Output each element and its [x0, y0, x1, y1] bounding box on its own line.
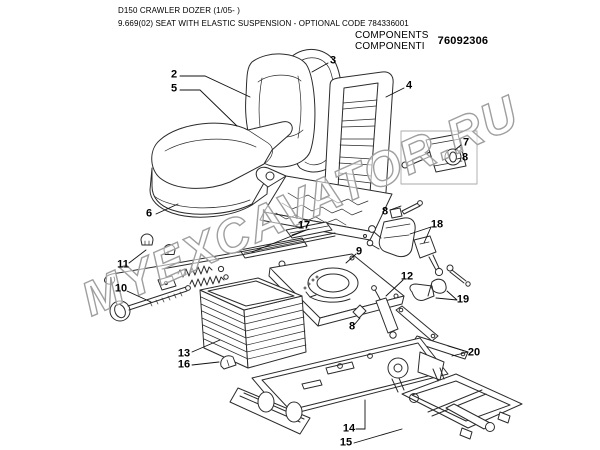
callout-10: 10: [114, 282, 128, 295]
callout-8-top: 8: [381, 205, 389, 218]
bellows: [199, 277, 307, 369]
callout-2: 2: [170, 68, 178, 81]
gas-strut: [371, 285, 399, 339]
tilt-lever-inset: [400, 130, 478, 185]
part-number: 76092306: [437, 35, 489, 47]
seat-cushion: [151, 121, 293, 189]
adjuster-knob-rod: [109, 285, 191, 322]
leader-lines: [126, 62, 469, 444]
callout-11: 11: [117, 258, 129, 271]
callout-18: 18: [430, 218, 444, 231]
torsion-rod: [104, 232, 336, 285]
callout-16: 16: [177, 358, 191, 371]
callout-12: 12: [400, 270, 414, 283]
springs: [157, 265, 229, 291]
components-block: COMPONENTS COMPONENTI 76092306: [355, 30, 488, 52]
spacer-pin: [352, 304, 367, 319]
callout-19: 19: [456, 293, 470, 306]
doc-title: D150 CRAWLER DOZER (1/05- ): [118, 6, 240, 15]
callout-20: 20: [467, 346, 481, 359]
end-cap: [220, 355, 237, 370]
belt-retractor: [363, 207, 471, 287]
callout-5: 5: [170, 82, 178, 95]
callout-15: 15: [339, 436, 353, 449]
callout-7: 7: [462, 136, 470, 149]
components-label-it: COMPONENTI: [355, 41, 425, 52]
callout-3: 3: [329, 54, 337, 67]
callout-4: 4: [405, 79, 413, 92]
callout-6: 6: [145, 207, 153, 220]
section-title: 9.669(02) SEAT WITH ELASTIC SUSPENSION -…: [118, 19, 409, 28]
scissor-linkage: [391, 367, 523, 440]
callout-8-mid: 8: [348, 320, 356, 333]
pivot-pin: [401, 200, 423, 215]
callout-8-inset: 8: [461, 151, 469, 164]
link-straps: [395, 305, 469, 360]
callout-9: 9: [355, 245, 363, 258]
callout-13: 13: [177, 347, 191, 360]
cap-buttons: [140, 233, 176, 255]
clips: [409, 278, 447, 301]
components-label-en: COMPONENTS: [355, 30, 429, 41]
seat-support: [229, 337, 449, 435]
callout-14: 14: [342, 422, 356, 435]
callout-17: 17: [297, 219, 311, 232]
